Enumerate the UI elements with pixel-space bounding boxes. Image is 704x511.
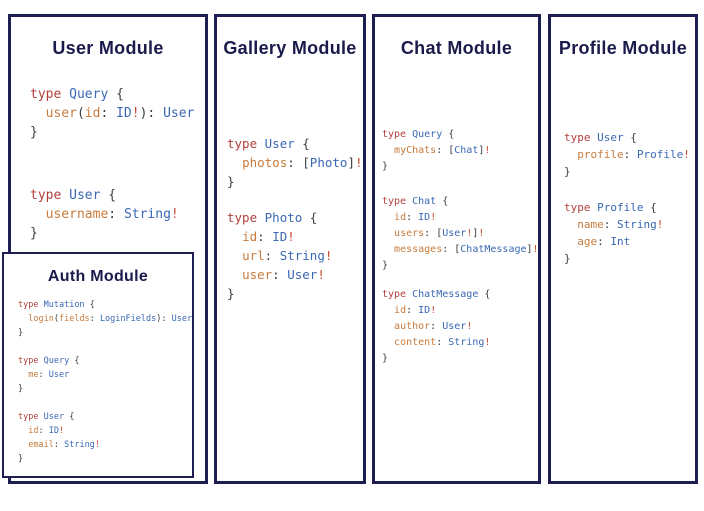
gallery-module-panel: Gallery Module type User { photos: [Phot… [214,14,366,484]
chat-code-block-1: type Query { myChats: [Chat]!} [382,127,490,175]
code-line: } [227,174,235,189]
code-line: } [18,328,24,338]
code-line: type Mutation { [18,300,95,310]
auth-module-title: Auth Module [47,268,149,285]
code-line: photos: [Photo]! [242,155,363,170]
chat-module-panel: Chat Module type Query { myChats: [Chat]… [372,14,541,484]
code-line: } [18,454,24,464]
code-line: type Query { [18,356,80,366]
code-line: type Photo { [227,210,318,225]
user-module-title: User Module [52,38,164,58]
code-line: me: User [28,370,70,380]
user-code-block-2: type User { username: String!} [30,186,179,243]
code-line: id: ID! [242,229,295,244]
profile-module-panel: Profile Module type User { profile: Prof… [548,14,698,484]
code-line: myChats: [Chat]! [394,145,491,156]
code-line: } [382,260,389,271]
gallery-code-block-1: type User { photos: [Photo]!} [227,134,363,191]
code-line: } [30,226,38,241]
code-line: user(id: ID!): User [45,106,195,121]
code-line: name: String! [577,218,664,231]
code-line: type Query { [382,129,455,140]
code-line: type User { [227,136,310,151]
code-line: age: Int [577,235,631,248]
user-module-panel: User Module type Query { user(id: ID!): … [2,14,208,484]
code-line: id: ID! [28,426,65,436]
code-line: id: ID! [394,305,437,316]
code-line: username: String! [45,207,179,222]
code-line: type User { [30,188,117,203]
code-line: } [30,125,38,140]
gallery-module-title: Gallery Module [223,38,357,58]
code-line: users: [User!]! [394,228,485,239]
chat-module-title: Chat Module [400,38,513,58]
code-line: } [18,384,24,394]
code-line [18,396,192,410]
profile-module-title: Profile Module [558,38,688,58]
code-line: author: User! [394,321,473,332]
code-line: login(fields: LoginFields): User [28,314,193,324]
code-line: } [564,252,571,265]
profile-code-block-2: type Profile { name: String! age: Int} [564,199,663,267]
code-line [18,340,192,354]
auth-module-panel: Auth Module type Mutation { login(fields… [2,252,194,478]
code-line: id: ID! [394,212,437,223]
chat-code-block-2: type Chat { id: ID! users: [User!]! mess… [382,194,539,274]
code-line: content: String! [394,337,491,348]
code-line: profile: Profile! [577,148,690,161]
code-line: } [564,165,571,178]
code-line: type Chat { [382,196,449,207]
code-line: } [382,353,389,364]
code-line: url: String! [242,248,333,263]
profile-code-block-1: type User { profile: Profile!} [564,129,690,180]
gallery-code-block-2: type Photo { id: ID! url: String! user: … [227,208,332,303]
code-line: type Profile { [564,201,657,214]
code-line: messages: [ChatMessage]! [394,244,539,255]
code-line: } [382,161,389,172]
code-line: type Query { [30,87,124,102]
code-line: type User { [18,412,75,422]
auth-code-block: type Mutation { login(fields: LoginField… [18,298,192,466]
code-line: user: User! [242,267,325,282]
code-line: email: String! [28,440,100,450]
code-line: type ChatMessage { [382,289,491,300]
code-line: } [227,286,235,301]
user-code-block-1: type Query { user(id: ID!): User} [30,85,194,142]
chat-code-block-3: type ChatMessage { id: ID! author: User!… [382,287,490,367]
code-line: type User { [564,131,637,144]
